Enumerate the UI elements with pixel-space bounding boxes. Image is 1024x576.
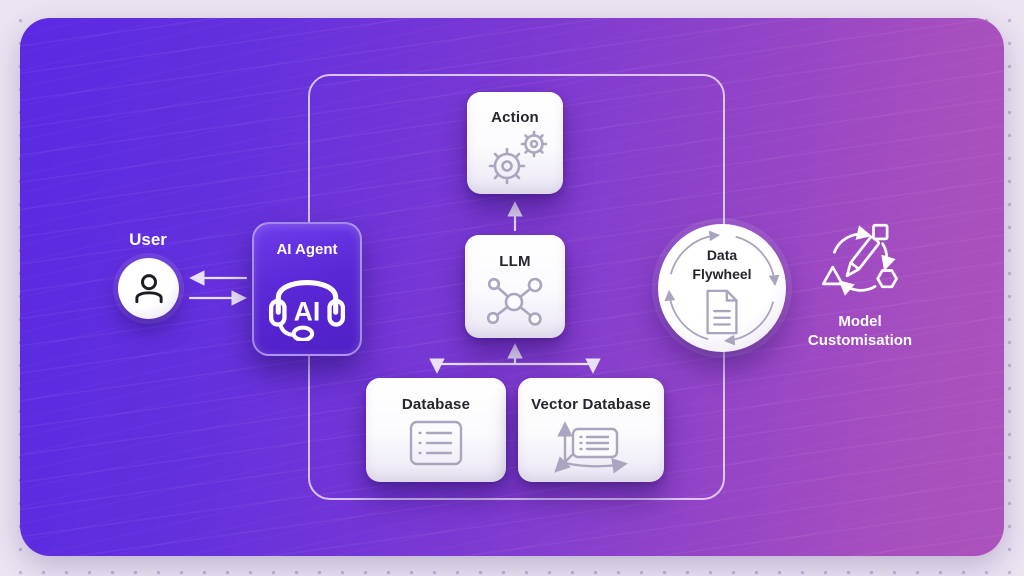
vector-database-node: Vector Database: [518, 378, 664, 482]
circular-arrows-icon: [664, 230, 780, 346]
list-card-icon: [409, 420, 463, 466]
database-node: Database: [366, 378, 506, 482]
ai-agent-node: AI Agent AI: [252, 222, 362, 356]
network-nodes-icon: [486, 277, 543, 326]
data-flywheel-node: Data Flywheel: [658, 224, 786, 352]
person-icon: [134, 273, 163, 303]
document-icon: [706, 289, 738, 335]
headset-ai-icon: AI: [268, 279, 346, 341]
cycle-shapes-pencil-icon: [821, 223, 898, 296]
model-customisation-label: Model Customisation: [807, 313, 913, 349]
vector-database-label: Vector Database: [531, 396, 651, 413]
arrow-llm-to-databases: [429, 358, 601, 374]
ai-badge-text: AI: [294, 296, 321, 326]
action-node: Action: [467, 92, 563, 194]
data-flywheel-label: Data Flywheel: [692, 247, 752, 282]
list-card-axes-icon: [554, 421, 628, 474]
user-node: [118, 258, 179, 319]
user-label: User: [129, 230, 167, 249]
llm-label: LLM: [499, 253, 531, 270]
ai-agent-label: AI Agent: [276, 241, 338, 258]
gears-icon: [488, 130, 548, 185]
llm-node: LLM: [465, 235, 565, 338]
database-label: Database: [401, 396, 471, 413]
action-label: Action: [491, 109, 539, 126]
